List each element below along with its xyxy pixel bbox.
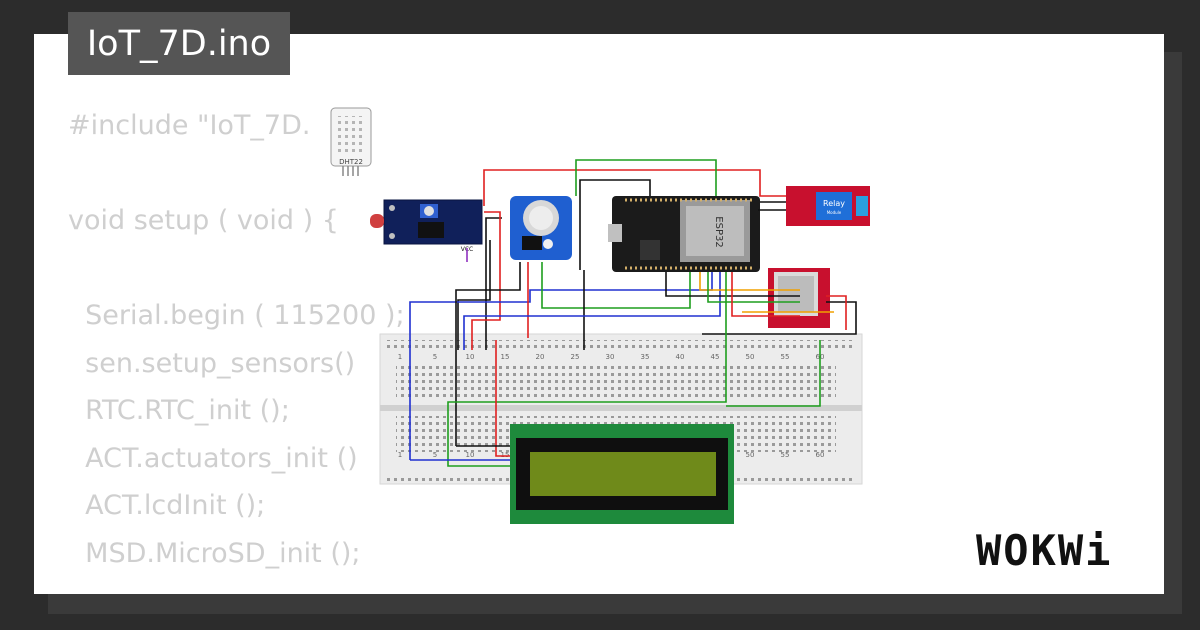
relay-label: Relay — [823, 199, 845, 208]
wiring — [409, 159, 857, 467]
breadboard-column-number: 60 — [816, 451, 825, 459]
breadboard-column-number: 20 — [536, 353, 545, 361]
project-title: IoT_7D.ino — [86, 23, 272, 64]
breadboard-column-number: 1 — [398, 451, 402, 459]
relay-module: Relay Module — [786, 186, 870, 226]
ldr-module: VCC — [370, 199, 483, 253]
breadboard-column-number: 5 — [433, 451, 437, 459]
code-line: ACT.actuators_init () — [68, 442, 358, 474]
lcd-display — [510, 424, 734, 524]
breadboard-column-number: 50 — [746, 451, 755, 459]
breadboard-column-number: 1 — [398, 353, 402, 361]
code-line: ACT.lcdInit (); — [68, 490, 266, 521]
microsd-module — [768, 268, 830, 328]
relay-sub-label: Module — [827, 210, 842, 215]
breadboard-column-number: 35 — [641, 353, 650, 361]
breadboard-column-number: 45 — [711, 353, 720, 361]
esp32-label: ESP32 — [713, 216, 724, 247]
dht22-sensor: DHT22 — [330, 107, 372, 176]
code-line: MSD.MicroSD_init (); — [68, 537, 361, 569]
project-title-tab: IoT_7D.ino — [68, 12, 290, 75]
breadboard-column-number: 10 — [466, 451, 475, 459]
code-line: Serial.begin ( 115200 ); — [68, 300, 405, 331]
breadboard-column-number: 40 — [676, 353, 685, 361]
breadboard-column-number: 50 — [746, 353, 755, 361]
breadboard-column-number: 15 — [501, 353, 510, 361]
dht22-label: DHT22 — [339, 158, 363, 166]
breadboard-column-number: 25 — [571, 353, 580, 361]
rtc-module — [510, 196, 572, 260]
esp32-board: ESP32 — [608, 196, 760, 272]
breadboard-column-number: 55 — [781, 451, 790, 459]
code-line: void setup ( void ) { — [68, 205, 339, 236]
breadboard-column-number: 10 — [466, 353, 475, 361]
breadboard-column-number: 15 — [501, 451, 510, 459]
breadboard-column-number: 5 — [433, 353, 437, 361]
code-line: sen.setup_sensors() — [68, 347, 356, 379]
code-line: RTC.RTC_init (); — [68, 395, 290, 426]
code-line: #include "IoT_7D. — [68, 110, 311, 141]
breadboard-column-number: 30 — [606, 353, 615, 361]
breadboard-column-number: 55 — [781, 353, 790, 361]
code-preview: #include "IoT_7D.void setup ( void ) { S… — [68, 102, 405, 577]
wokwi-logo: WOKWi — [976, 526, 1113, 575]
